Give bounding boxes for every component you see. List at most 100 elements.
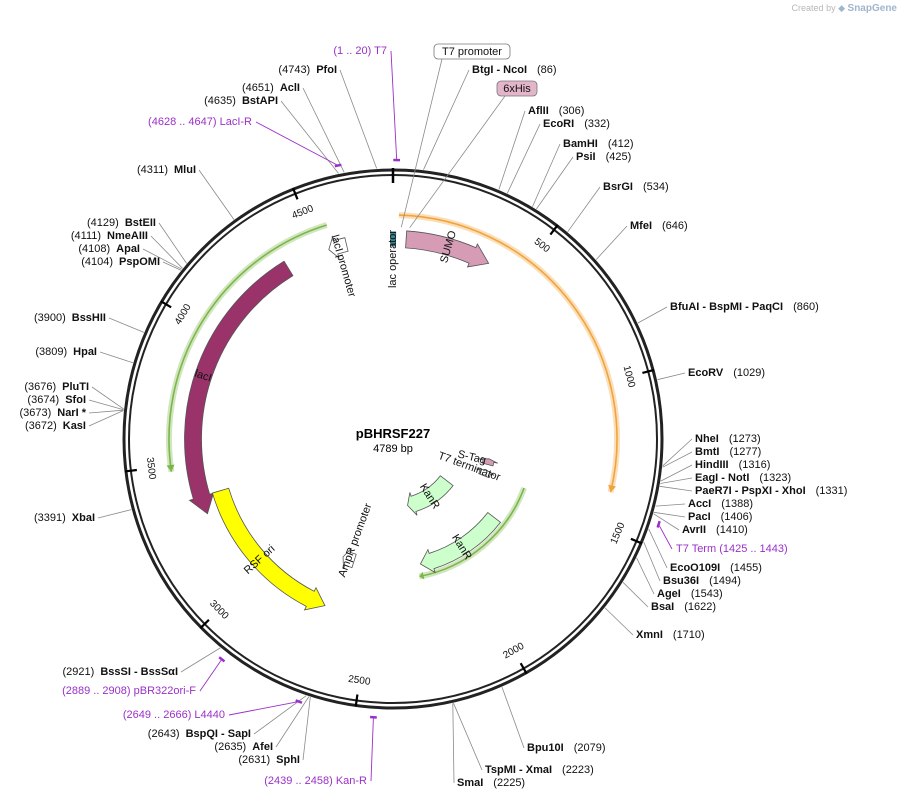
orf-arrowhead (419, 571, 425, 580)
site-position: (2079) (574, 742, 606, 754)
primer-binding-mark (218, 656, 226, 663)
site-label: AflII(306) (528, 105, 584, 117)
site-label: AgeI(1543) (657, 588, 723, 600)
site-position: (4635) (204, 95, 236, 107)
primer-leader-line (658, 524, 673, 550)
site-leader-line (653, 513, 680, 531)
primer-binding-mark (334, 163, 342, 168)
site-name: AclI (280, 82, 300, 94)
site-name: BamHI (563, 138, 598, 150)
site-name: PacI (688, 511, 711, 523)
site-leader-line (91, 386, 124, 410)
site-leader-line (536, 156, 574, 210)
site-leader-line (660, 464, 693, 482)
site-leader-line (275, 696, 310, 748)
site-leader-line (501, 686, 525, 749)
site-leader-line (142, 248, 182, 270)
primer-binding-mark (656, 520, 661, 528)
primer-leader-line (390, 50, 398, 161)
site-label: Bsu36I (1494) (663, 575, 741, 587)
site-label: (4311)MluI (137, 164, 196, 176)
site-label: (3809)HpaI (35, 346, 97, 358)
site-position: (4651) (242, 82, 274, 94)
site-leader-line (567, 186, 601, 233)
site-name: AflII (528, 105, 549, 117)
feature-label-ampr-promoter: AmpR promoter (336, 501, 374, 578)
site-name: PaeR7I - PspXI - XhoI (695, 485, 806, 497)
site-label: SmaI(2225) (457, 777, 525, 789)
site-position: (1622) (684, 601, 716, 613)
site-position: (1406) (721, 511, 753, 523)
tick-mark (630, 537, 643, 545)
tick-label: 1500 (609, 521, 628, 546)
site-position: (4104) (81, 256, 113, 268)
site-name: NmeAIII (107, 230, 148, 242)
site-label: (3900)BssHII (34, 312, 106, 324)
site-label: PaeR7I - PspXI - XhoI(1331) (695, 485, 847, 497)
tick-label: 4500 (290, 203, 315, 222)
site-name: AgeI (657, 588, 681, 600)
site-leader-line (158, 222, 187, 264)
site-name: HindIII (695, 459, 729, 471)
site-leader-line (180, 647, 221, 673)
site-label: (4111)NmeAIII (71, 230, 148, 242)
site-position: (3809) (35, 346, 67, 358)
site-leader-line (595, 225, 628, 260)
site-position: (1029) (733, 367, 765, 379)
tick-mark (642, 368, 655, 375)
snapgene-credit: Created by ◆ SnapGene (792, 3, 897, 14)
site-name: XmnI (636, 629, 663, 641)
tick-mark (292, 187, 299, 200)
feature-label-laci-promoter: lacI promoter (329, 233, 358, 298)
site-label: PacI (1406) (688, 511, 752, 523)
site-name: BsaI (651, 601, 674, 613)
site-position: (3900) (34, 312, 66, 324)
site-leader-line (280, 100, 339, 174)
boxed-label-leader (409, 95, 506, 228)
site-name: BspQI - SapI (186, 728, 251, 740)
site-label: (4129)BstEII (87, 217, 156, 229)
site-name: XbaI (72, 512, 95, 524)
orf-arc (398, 214, 618, 493)
site-label: (3672)KasI (25, 420, 86, 432)
site-position: (4108) (78, 243, 110, 255)
site-label: BtgI - NcoI(86) (472, 64, 557, 76)
plasmid-name: pBHRSF227 (356, 426, 430, 441)
site-leader-line (339, 69, 378, 169)
tick-mark (160, 300, 172, 309)
feature-kanr (419, 511, 502, 574)
site-position: (1494) (709, 575, 741, 587)
site-leader-line (150, 235, 183, 269)
orf-arc (168, 224, 327, 472)
site-name: SfoI (65, 394, 86, 406)
site-leader-line (653, 511, 686, 518)
site-label: (4108)ApaI (78, 243, 140, 255)
tick-label: 500 (532, 236, 552, 255)
site-position: (4743) (278, 64, 310, 76)
site-name: BssSI - BssSαI (100, 666, 178, 678)
site-label: (4635)BstAPI (204, 95, 278, 107)
site-name: BmtI (695, 446, 719, 458)
feature-sumo (405, 230, 490, 268)
site-name: EcoO109I (670, 562, 720, 574)
site-label: BsrGI (534) (603, 181, 669, 193)
tick-label: 2500 (348, 674, 372, 688)
site-name: NheI (695, 433, 719, 445)
site-name: SphI (276, 754, 300, 766)
primer-leader-line (228, 701, 299, 716)
site-position: (3673) (19, 407, 51, 419)
site-label: (3674)SfoI (27, 394, 86, 406)
site-position: (534) (643, 181, 669, 193)
site-name: BsrGI (603, 181, 633, 193)
site-position: (2643) (148, 728, 180, 740)
site-leader-line (655, 503, 686, 507)
site-position: (646) (662, 220, 688, 232)
feature-label-lac-operator: lac operator (387, 230, 399, 288)
boxed-label-box (496, 80, 538, 97)
site-name: Bsu36I (663, 575, 699, 587)
boxed-label-text: 6xHis (503, 83, 531, 95)
orf-layer (166, 212, 620, 580)
site-label: Bpu10I(2079) (527, 742, 605, 754)
site-position: (2225) (493, 777, 525, 789)
